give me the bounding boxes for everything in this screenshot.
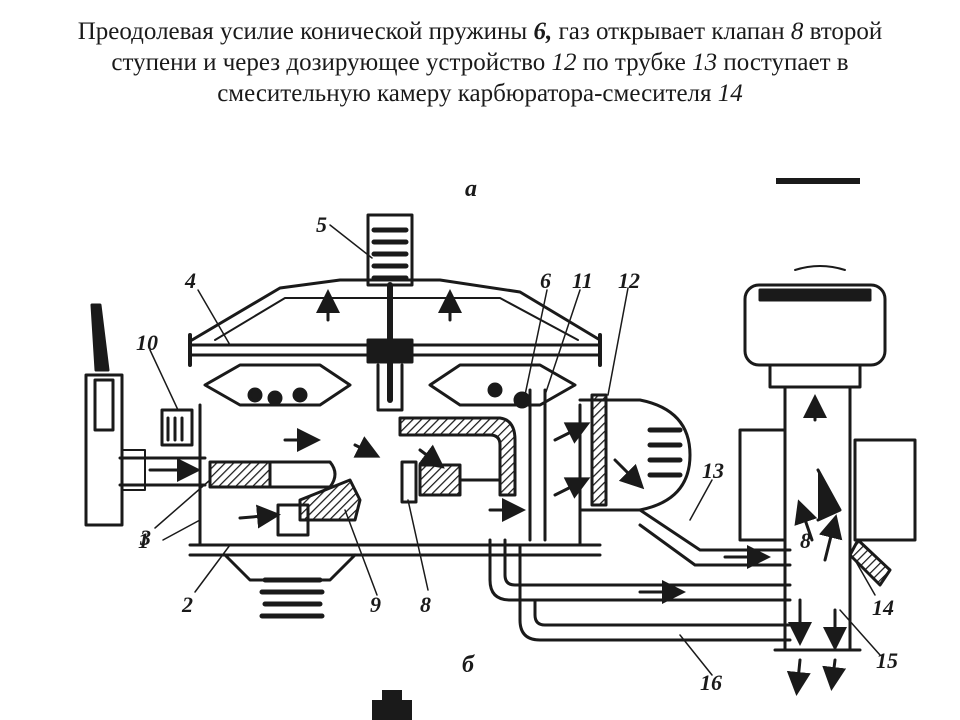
caption-ref-valve: 8: [790, 18, 804, 45]
label-15: 15: [876, 648, 898, 673]
leader-8: [407, 499, 429, 591]
view-label-a: а: [465, 176, 477, 202]
flow-arrow-e: [553, 422, 591, 444]
leader-3: [154, 479, 211, 529]
tube-16: [488, 538, 792, 602]
lower-spring-housing: [223, 553, 357, 582]
upper-flange-left: [188, 333, 602, 367]
tube-11: [528, 388, 547, 542]
label-14: 14: [872, 595, 894, 620]
leader-15: [839, 609, 881, 656]
leader-1: [162, 519, 201, 541]
label-2: 2: [181, 592, 193, 617]
flow-arrow-d: [238, 504, 281, 529]
tube-13: [638, 508, 792, 567]
leader-13: [689, 479, 713, 521]
valve-10: [160, 408, 194, 447]
label-13: 13: [702, 458, 724, 483]
valve-8: [400, 460, 418, 504]
view-b-component: [372, 690, 412, 720]
label-11: 11: [572, 268, 593, 293]
valve-10-coil: [166, 416, 184, 442]
leader-16: [679, 634, 713, 676]
label-8: 8: [420, 592, 431, 617]
caption-text-4: по трубке: [576, 49, 693, 76]
lens-ball-3: [292, 387, 308, 403]
carburettor-mixer-14: [738, 265, 917, 696]
lower-diaphragm: [188, 543, 602, 557]
spring-6-ball: [513, 391, 531, 409]
leader-6: [524, 289, 548, 396]
scale-bar: [776, 178, 860, 184]
diaphragm-center-plate: [366, 338, 414, 364]
leader-11: [544, 289, 581, 396]
tube-16-lower: [518, 543, 792, 642]
caption-ref-chamber: 14: [717, 80, 743, 107]
metering-spring: [647, 427, 683, 478]
lower-spring-cap: [276, 503, 310, 537]
lens-ball-1: [247, 387, 263, 403]
lens-ball-4: [487, 382, 503, 398]
caption-ref-doser: 12: [551, 49, 577, 76]
caption-ref-tube: 13: [692, 49, 718, 76]
label-3: 3: [139, 525, 151, 550]
leader-2: [194, 544, 231, 593]
leader-14: [854, 559, 876, 596]
lens-ball-2: [267, 390, 283, 406]
hatched-channel: [398, 416, 517, 497]
leader-12: [607, 287, 629, 396]
caption-text-3: второй ступени и через дозирующее устрой…: [111, 18, 883, 76]
label-12: 12: [618, 268, 640, 293]
flow-arrow-c: [418, 444, 445, 469]
inlet-nozzle-3: [208, 460, 272, 489]
label-9: 9: [370, 592, 381, 617]
flow-arrow-b: [353, 436, 381, 458]
label-5: 5: [316, 212, 327, 237]
view-label-b: б: [462, 652, 475, 678]
label-1: 1: [138, 528, 149, 553]
spring-5-housing: [366, 213, 414, 403]
label-10: 10: [136, 330, 158, 355]
chamber-lens-right: [428, 363, 577, 407]
leader-4: [197, 289, 231, 346]
metering-device-12: [590, 393, 608, 507]
inlet-nozzle-tip: [268, 460, 337, 489]
flow-arrow-f: [553, 477, 591, 499]
leader-10: [149, 349, 179, 411]
label-16: 16: [700, 670, 722, 695]
valve-8-spring: [418, 463, 462, 497]
caption-ref-spring: 6,: [533, 18, 553, 45]
label-4: 4: [184, 268, 196, 293]
metering-housing: [578, 398, 692, 512]
leader-9: [344, 509, 378, 596]
caption-text-2: газ открывает клапан: [552, 18, 791, 45]
chamber-lens-left: [203, 363, 352, 407]
caption-text-1: Преодолевая усилие конической пружины: [77, 18, 534, 45]
leader-5: [329, 224, 373, 259]
inlet-filter-assembly: [84, 303, 146, 527]
flow-arrow-h: [613, 458, 645, 490]
lower-spring: [259, 577, 325, 619]
caption-text-5: поступает в смесительную камеру карбюрат…: [217, 49, 849, 107]
reducer-top-cover-inner: [214, 297, 579, 341]
label-8-mixer: 8: [800, 528, 811, 553]
inner-stem: [376, 363, 404, 412]
caption: Преодолевая усилие конической пружины 6,…: [40, 16, 920, 109]
label-6: 6: [540, 268, 551, 293]
